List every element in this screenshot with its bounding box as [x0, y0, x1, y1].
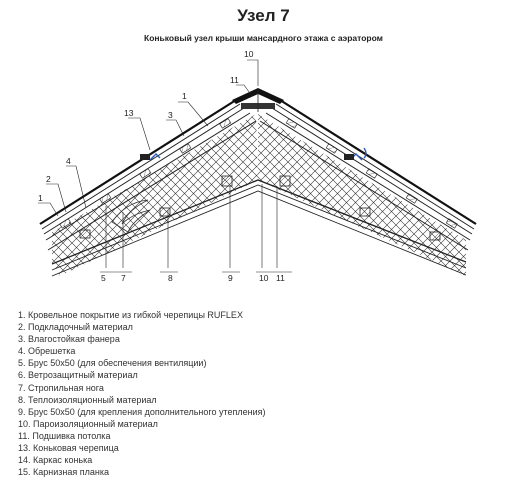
node-title: Узел 7 — [237, 6, 290, 25]
callout-7: 7 — [121, 273, 126, 283]
callout-10: 10 — [259, 273, 269, 283]
callout-3: 3 — [168, 110, 173, 120]
rafter-block — [279, 175, 291, 187]
legend-list: 1. Кровельное покрытие из гибкой черепиц… — [18, 309, 266, 478]
callout-2: 2 — [46, 174, 51, 184]
legend-item: 8. Теплоизоляционный материал — [18, 394, 157, 405]
ridge-node-drawing: 1 2 4 1 3 13 11 10 5 7 8 9 10 11 — [38, 49, 477, 283]
drip-edge-left — [149, 153, 161, 161]
legend-item: 13. Коньковая черепица — [18, 443, 119, 454]
rafter-block — [221, 175, 233, 187]
callout-14: 11 — [230, 75, 239, 85]
ceiling-line-2 — [51, 184, 467, 271]
callout-1: 1 — [38, 193, 43, 203]
ceiling-line — [51, 179, 467, 265]
legend-item: 1. Кровельное покрытие из гибкой черепиц… — [18, 310, 243, 320]
legend-item: 4. Обрешетка — [18, 346, 76, 357]
legend-item: 15. Карнизная планка — [18, 467, 109, 478]
node-subtitle: Коньковый узел крыши мансардного этажа с… — [144, 33, 383, 43]
insulation-right — [258, 114, 466, 276]
legend-item: 3. Влагостойкая фанера — [18, 334, 120, 345]
callout-9: 9 — [228, 273, 233, 283]
legend-item: 10. Пароизоляционный материал — [18, 418, 158, 429]
legend-item: 11. Подшивка потолка — [18, 430, 111, 441]
legend-item: 7. Стропильная нога — [18, 382, 104, 393]
legend-item: 9. Брус 50х50 (для крепления дополнитель… — [18, 406, 266, 417]
callout-4: 4 — [66, 156, 71, 166]
callout-11: 11 — [276, 273, 285, 283]
callout-1-top: 1 — [182, 91, 187, 101]
battens-left — [59, 118, 232, 229]
legend-item: 6. Ветрозащитный материал — [18, 370, 138, 381]
callout-13: 10 — [244, 49, 254, 59]
battens-right — [285, 118, 458, 229]
legend-item: 2. Подкладочный материал — [18, 322, 133, 333]
rafter-grain — [111, 199, 151, 233]
legend-item: 14. Каркас конька — [18, 455, 93, 466]
callout-15: 13 — [124, 108, 134, 118]
insulation-left — [52, 114, 258, 276]
callout-8: 8 — [168, 273, 173, 283]
callout-5: 5 — [101, 273, 106, 283]
legend-item: 5. Брус 50х50 (для обеспечения вентиляци… — [18, 358, 207, 369]
